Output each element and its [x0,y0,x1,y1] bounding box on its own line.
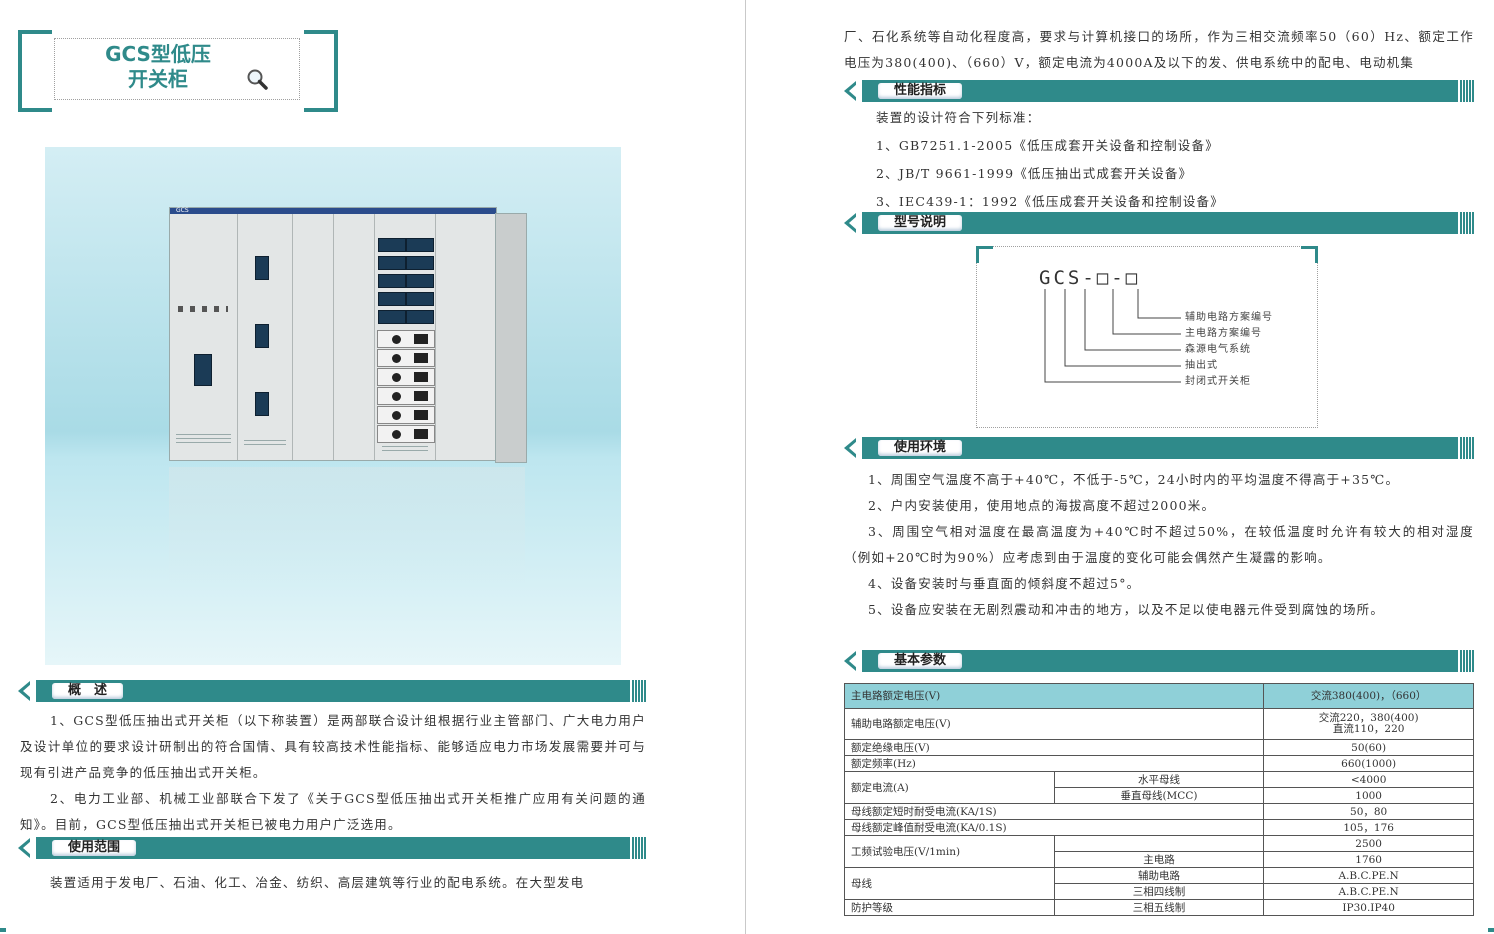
environment-text: 1、周围空气温度不高于+40℃，不低于-5℃，24小时内的平均温度不得高于+35… [844,467,1474,623]
param-sublabel: 主电路 [1053,851,1265,868]
section-performance: 性能指标 [844,80,1474,102]
product-photo: GCS [45,147,621,665]
table-row: 母线额定峰值耐受电流(KA/0.1S) 105，176 [843,819,1474,836]
param-value: A.B.C.PE.N [1263,883,1474,900]
title-line-2: 开关柜 [128,67,188,91]
model-code: GCS-□-□ [1039,267,1141,289]
magnifier-icon [247,69,268,90]
table-row: 主电路额定电压(V) 交流380(400)，（660） [843,683,1474,709]
panel-meter [194,354,212,386]
title-frame: GCS型低压 开关柜 [18,30,338,112]
model-label-main-scheme: 主电路方案编号 [1185,328,1262,339]
scope-continued-text: 厂、石化系统等自动化程度高，要求与计算机接口的场所，作为三相交流频率50（60）… [844,24,1474,76]
table-row: 额定电流(A) 水平母线 <4000 [844,771,1474,804]
environment-line-4: 4、设备安装时与垂直面的倾斜度不超过5°。 [868,576,1141,591]
param-label: 母线额定峰值耐受电流(KA/0.1S) [843,819,1265,836]
title-line-1: GCS型低压 [105,42,211,66]
param-label: 母线额定短时耐受电流(KA/1S) [843,803,1265,820]
model-label-enclosed: 封闭式开关柜 [1185,376,1251,387]
table-row: 工频试验电压(V/1min) 2500 [844,835,1474,868]
page-fold [745,0,746,934]
environment-line-5: 5、设备应安装在无剧烈震动和冲击的地方，以及不足以使电器元件受到腐蚀的场所。 [868,602,1385,617]
switchgear-cabinet: GCS [169,207,497,461]
right-page: 厂、石化系统等自动化程度高，要求与计算机接口的场所，作为三相交流频率50（60）… [746,0,1494,934]
scope-text: 装置适用于发电厂、石油、化工、冶金、纺织、高层建筑等行业的配电系统。在大型发电 [20,870,646,896]
param-sublabel [1053,835,1265,852]
title-bracket-right [304,30,338,112]
page-mark-left [0,928,6,932]
param-value: IP30.IP40 [1263,899,1474,916]
cabinet-label: GCS [176,207,189,214]
section-environment-label: 使用环境 [878,440,963,456]
param-label: 额定频率(Hz) [843,755,1265,772]
param-sublabel: 垂直母线(MCC) [1053,787,1265,804]
performance-text: 装置的设计符合下列标准： 1、GB7251.1-2005《低压成套开关设备和控制… [876,104,1474,216]
model-label-aux-scheme: 辅助电路方案编号 [1185,312,1273,323]
param-label: 额定绝缘电压(V) [843,739,1265,756]
table-row: 额定绝缘电压(V) 50(60) [843,739,1474,756]
table-row: 辅助电路额定电压(V) 交流220，380(400) 直流110，220 [843,708,1474,740]
param-value: 105，176 [1263,819,1474,836]
param-value: <4000 [1263,771,1474,788]
section-environment: 使用环境 [844,437,1474,459]
environment-line-1: 1、周围空气温度不高于+40℃，不低于-5℃，24小时内的平均温度不得高于+35… [868,472,1400,487]
performance-line-2: 1、GB7251.1-2005《低压成套开关设备和控制设备》 [876,138,1219,153]
param-value: 交流220，380(400) 直流110，220 [1263,708,1474,740]
section-parameters-label: 基本参数 [878,653,963,669]
param-sublabel: 三相五线制 [1053,899,1265,916]
param-sublabel: 水平母线 [1053,771,1265,788]
param-label: 防护等级 [844,899,1055,916]
section-scope: 使用范围 [18,837,646,859]
overview-text: 1、GCS型低压抽出式开关柜（以下称装置）是两部联合设计组根据行业主管部门、广大… [20,708,646,838]
section-parameters: 基本参数 [844,650,1474,672]
title-bracket-left [18,30,52,112]
model-label-drawout: 抽出式 [1185,360,1218,371]
overview-paragraph-2: 2、电力工业部、机械工业部联合下发了《关于GCS型低压抽出式开关柜推广应用有关问… [20,791,646,832]
section-model-label: 型号说明 [878,215,963,231]
param-label: 主电路额定电压(V) [843,683,1265,709]
model-diagram: GCS-□-□ 辅助电路方案编号 主电路方案编号 森源电气系统 抽出式 封闭式开… [976,246,1318,428]
performance-line-1: 装置的设计符合下列标准： [876,110,1041,125]
section-overview: 概 述 [18,680,646,702]
param-label: 母线 [844,867,1055,900]
param-sublabel: 三相四线制 [1053,883,1265,900]
parameters-table: 主电路额定电压(V) 交流380(400)，（660） 辅助电路额定电压(V) … [843,683,1474,916]
left-page: GCS型低压 开关柜 GCS [0,0,745,934]
scope-continued-paragraph: 厂、石化系统等自动化程度高，要求与计算机接口的场所，作为三相交流频率50（60）… [844,29,1474,70]
environment-line-3: 3、周围空气相对温度在最高温度为+40℃时不超过50%，在较低温度时允许有较大的… [844,524,1474,565]
section-model: 型号说明 [844,212,1474,234]
param-sublabel: 辅助电路 [1053,867,1265,884]
overview-paragraph-1: 1、GCS型低压抽出式开关柜（以下称装置）是两部联合设计组根据行业主管部门、广大… [20,713,646,780]
param-value: 50(60) [1263,739,1474,756]
cabinet-reflection [169,467,525,587]
page-title: GCS型低压 开关柜 [78,42,238,92]
table-row: 母线 辅助电路 A.B.C.PE.N [844,867,1474,900]
model-label-system: 森源电气系统 [1185,344,1251,355]
title-box [54,38,300,100]
param-value: 1760 [1263,851,1474,868]
performance-line-3: 2、JB/T 9661-1999《低压抽出式成套开关设备》 [876,166,1193,181]
section-overview-label: 概 述 [52,683,124,699]
section-performance-label: 性能指标 [878,83,963,99]
table-row: 母线额定短时耐受电流(KA/1S) 50，80 [843,803,1474,820]
table-row: 防护等级 三相五线制 IP30.IP40 [844,899,1474,916]
performance-line-4: 3、IEC439-1：1992《低压成套开关设备和控制设备》 [876,194,1224,209]
environment-line-2: 2、户内安装使用，使用地点的海拔高度不超过2000米。 [868,498,1216,513]
param-value: 交流380(400)，（660） [1263,683,1474,709]
model-leader-lines [1044,289,1181,383]
param-value: 660(1000) [1263,755,1474,772]
param-label: 辅助电路额定电压(V) [843,708,1265,740]
param-value: 2500 [1263,835,1474,852]
param-value: 50，80 [1263,803,1474,820]
scope-paragraph: 装置适用于发电厂、石油、化工、冶金、纺织、高层建筑等行业的配电系统。在大型发电 [50,875,585,890]
param-label: 工频试验电压(V/1min) [844,835,1055,868]
table-row: 额定频率(Hz) 660(1000) [843,755,1474,772]
param-label: 额定电流(A) [844,771,1055,804]
section-scope-label: 使用范围 [52,840,137,856]
drawer-unit [377,330,435,348]
param-value: 1000 [1263,787,1474,804]
page-mark-right [1488,928,1494,932]
param-value: A.B.C.PE.N [1263,867,1474,884]
